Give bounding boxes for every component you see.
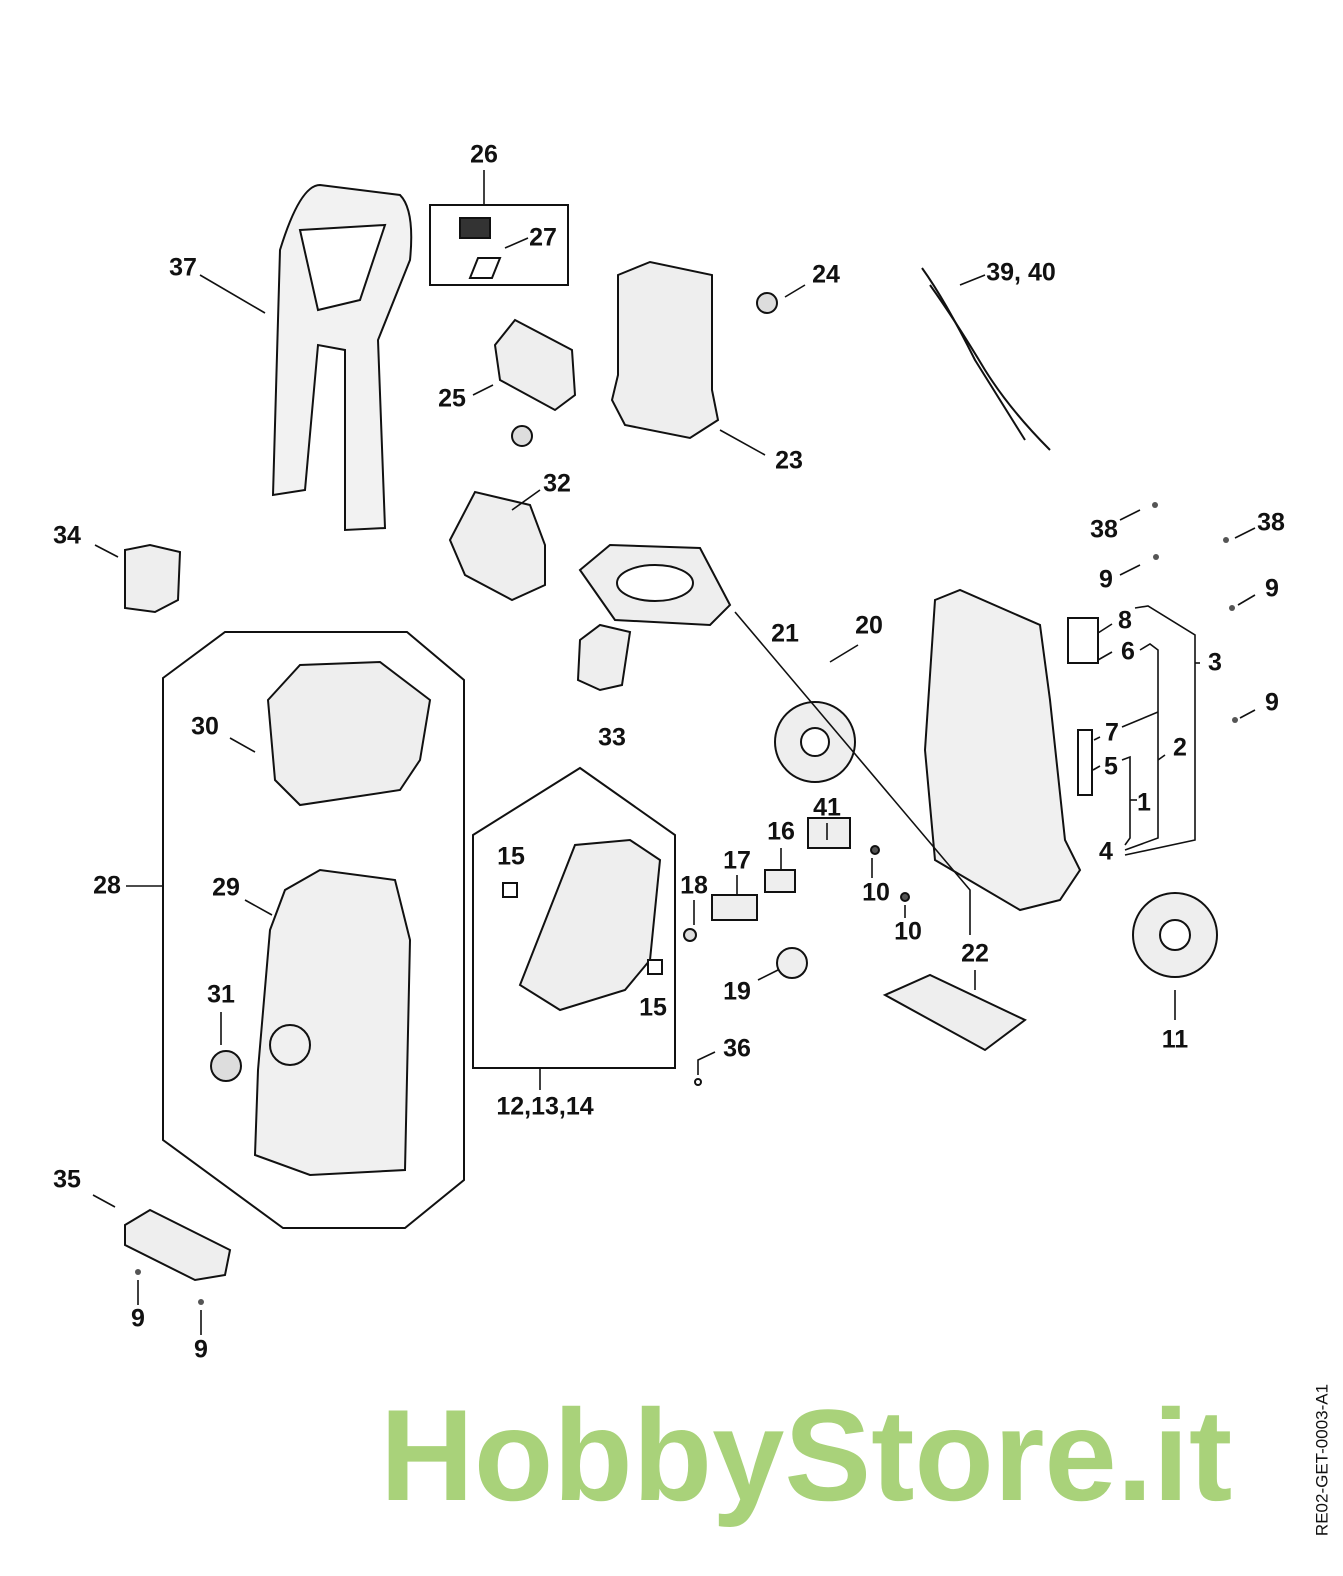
label-part-5 <box>1077 729 1093 796</box>
label-10: 10 <box>862 878 890 907</box>
label-9: 9 <box>194 1335 208 1364</box>
label-6: 6 <box>1121 637 1135 666</box>
diagram-code: RE02-GET-0003-A1 <box>1312 1383 1332 1537</box>
handle-part <box>271 183 413 532</box>
seal-part-15b <box>647 959 663 975</box>
fitting-part-41 <box>807 817 851 849</box>
label-25: 25 <box>438 384 466 413</box>
handle-opening <box>298 223 387 312</box>
label-36: 36 <box>723 1034 751 1063</box>
switch-seal-part <box>468 257 502 279</box>
label-29: 29 <box>212 873 240 902</box>
o-ring-part-36 <box>694 1078 702 1086</box>
label-9: 9 <box>1265 688 1279 717</box>
label-17: 17 <box>723 846 751 875</box>
label-22: 22 <box>961 939 989 968</box>
cover-part-25 <box>493 318 577 412</box>
label-33: 33 <box>598 723 626 752</box>
label-21: 21 <box>771 619 799 648</box>
label-15: 15 <box>639 993 667 1022</box>
cable-part <box>921 267 1026 441</box>
cap-part-31 <box>210 1050 242 1082</box>
watermark: HobbyStore.it <box>380 1382 1233 1528</box>
rear-housing-part <box>923 588 1082 912</box>
pump-group-outline <box>472 766 676 1069</box>
label-31: 31 <box>207 980 235 1009</box>
label-23: 23 <box>775 446 803 475</box>
label-1: 1 <box>1137 788 1151 817</box>
label-38: 38 <box>1090 515 1118 544</box>
top-cover-part-30 <box>266 660 432 807</box>
screws <box>135 502 1238 1305</box>
cord-holder-part-23 <box>610 260 720 440</box>
label-38: 38 <box>1257 508 1285 537</box>
label-7: 7 <box>1105 718 1119 747</box>
seal-part-15 <box>502 882 518 898</box>
label-41: 41 <box>813 793 841 822</box>
front-housing-part-29 <box>253 868 412 1177</box>
switch-part <box>459 217 491 239</box>
plug-part <box>511 425 533 447</box>
label-3: 3 <box>1208 648 1222 677</box>
label-19: 19 <box>723 977 751 1006</box>
label-4: 4 <box>1099 837 1113 866</box>
label-39-40: 39, 40 <box>986 258 1056 287</box>
label-30: 30 <box>191 712 219 741</box>
label-28: 28 <box>93 871 121 900</box>
label-12-13-14: 12,13,14 <box>496 1092 594 1121</box>
holder-part-32 <box>448 490 546 602</box>
nut-part-19 <box>776 947 808 979</box>
leader-lines <box>92 170 1256 1335</box>
plug-part-24 <box>756 292 778 314</box>
label-15: 15 <box>497 842 525 871</box>
label-35: 35 <box>53 1165 81 1194</box>
label-9: 9 <box>1265 574 1279 603</box>
screw-part-18 <box>683 928 697 942</box>
label-18: 18 <box>680 871 708 900</box>
housing-group-outline <box>162 631 465 1229</box>
label-16: 16 <box>767 817 795 846</box>
label-34: 34 <box>53 521 81 550</box>
housing-opening <box>269 1024 311 1066</box>
label-26: 26 <box>470 140 498 169</box>
switch-group-box <box>429 204 569 286</box>
screw-part-10b <box>900 892 910 902</box>
filter-part-22 <box>882 973 1027 1052</box>
clip-part-34 <box>124 543 182 614</box>
label-part-8 <box>1067 617 1099 664</box>
label-11: 11 <box>1161 1025 1189 1054</box>
label-20: 20 <box>855 611 883 640</box>
label-27: 27 <box>529 223 557 252</box>
label-2: 2 <box>1173 733 1187 762</box>
label-24: 24 <box>812 260 840 289</box>
label-8: 8 <box>1118 606 1132 635</box>
label-32: 32 <box>543 469 571 498</box>
label-37: 37 <box>169 253 197 282</box>
label-10: 10 <box>894 917 922 946</box>
label-5: 5 <box>1104 752 1118 781</box>
screw-part-10 <box>870 845 880 855</box>
foot-part-35 <box>124 1208 232 1282</box>
label-9: 9 <box>1099 565 1113 594</box>
clip-part-33 <box>576 623 632 692</box>
fitting-part-16 <box>764 869 796 893</box>
fitting-part-17 <box>711 894 758 921</box>
motor-pump-part <box>518 838 662 1012</box>
label-9: 9 <box>131 1304 145 1333</box>
